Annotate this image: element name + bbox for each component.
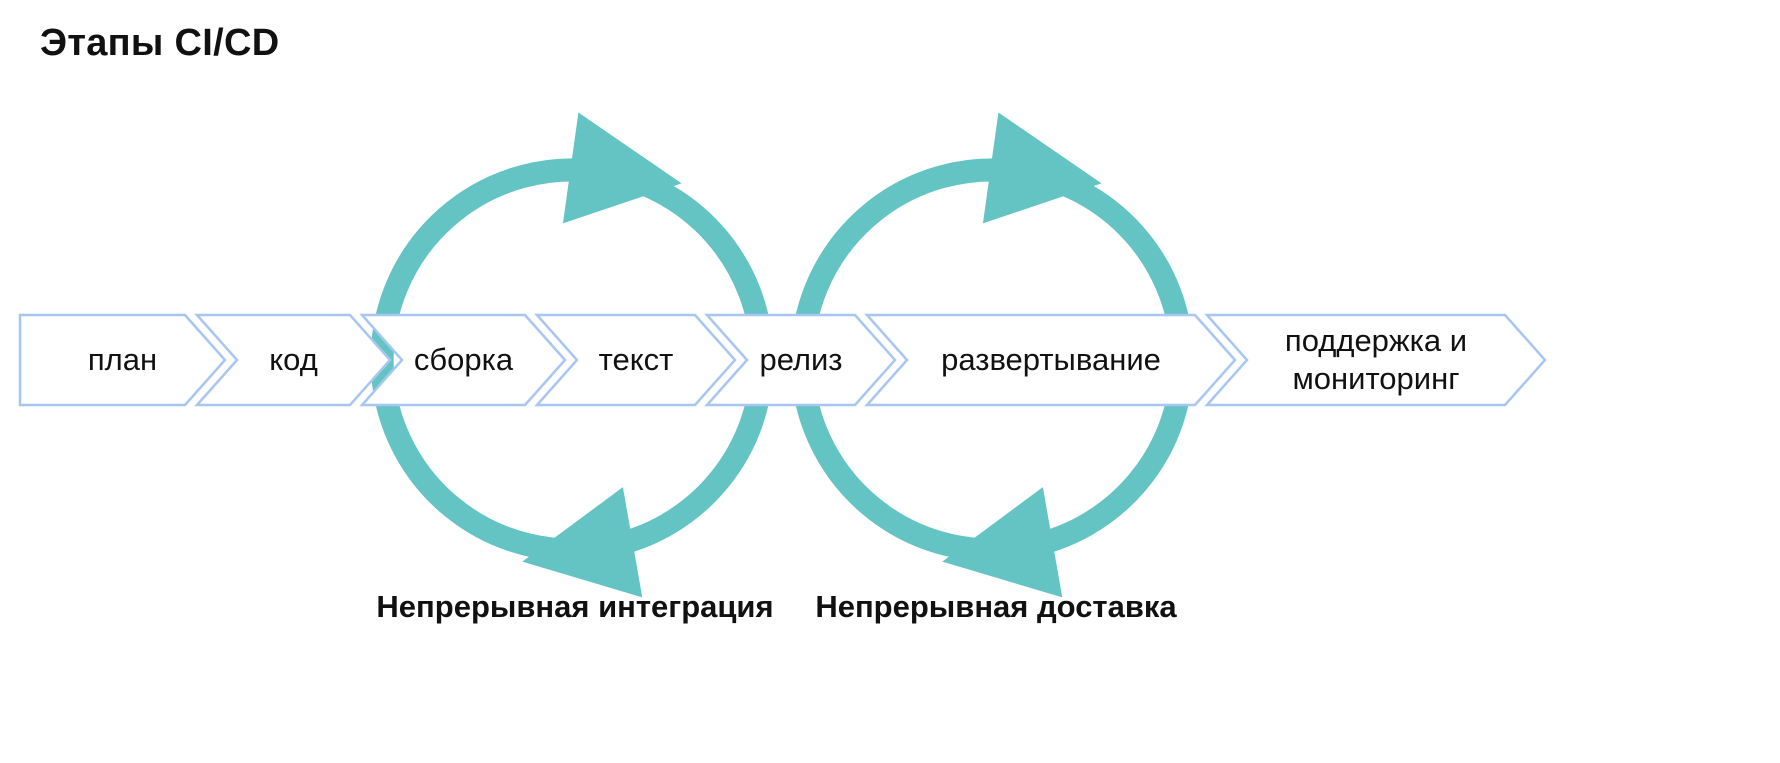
pipeline-band — [18, 313, 1547, 407]
stage-label: код — [269, 342, 318, 378]
stage-chevron — [194, 313, 392, 407]
ci-loop-label: Непрерывная интеграция — [376, 589, 774, 624]
stage-label: развертывание — [941, 342, 1161, 378]
stage-label: текст — [598, 342, 674, 378]
stage-chevron — [534, 313, 737, 407]
page-title: Этапы CI/CD — [40, 22, 280, 64]
stage-chevron — [1204, 313, 1547, 407]
stage-chevron — [18, 313, 227, 407]
stage-chevron — [864, 313, 1237, 407]
stage-label: план — [87, 342, 158, 378]
stage-label: сборка — [413, 342, 514, 378]
stage-chevron — [704, 313, 897, 407]
cd-loop-label: Непрерывная доставка — [815, 589, 1177, 624]
stage-label: релиз — [759, 342, 843, 378]
stage-chevron — [359, 313, 567, 407]
stage-label: поддержка и мониторинг — [1284, 323, 1468, 396]
